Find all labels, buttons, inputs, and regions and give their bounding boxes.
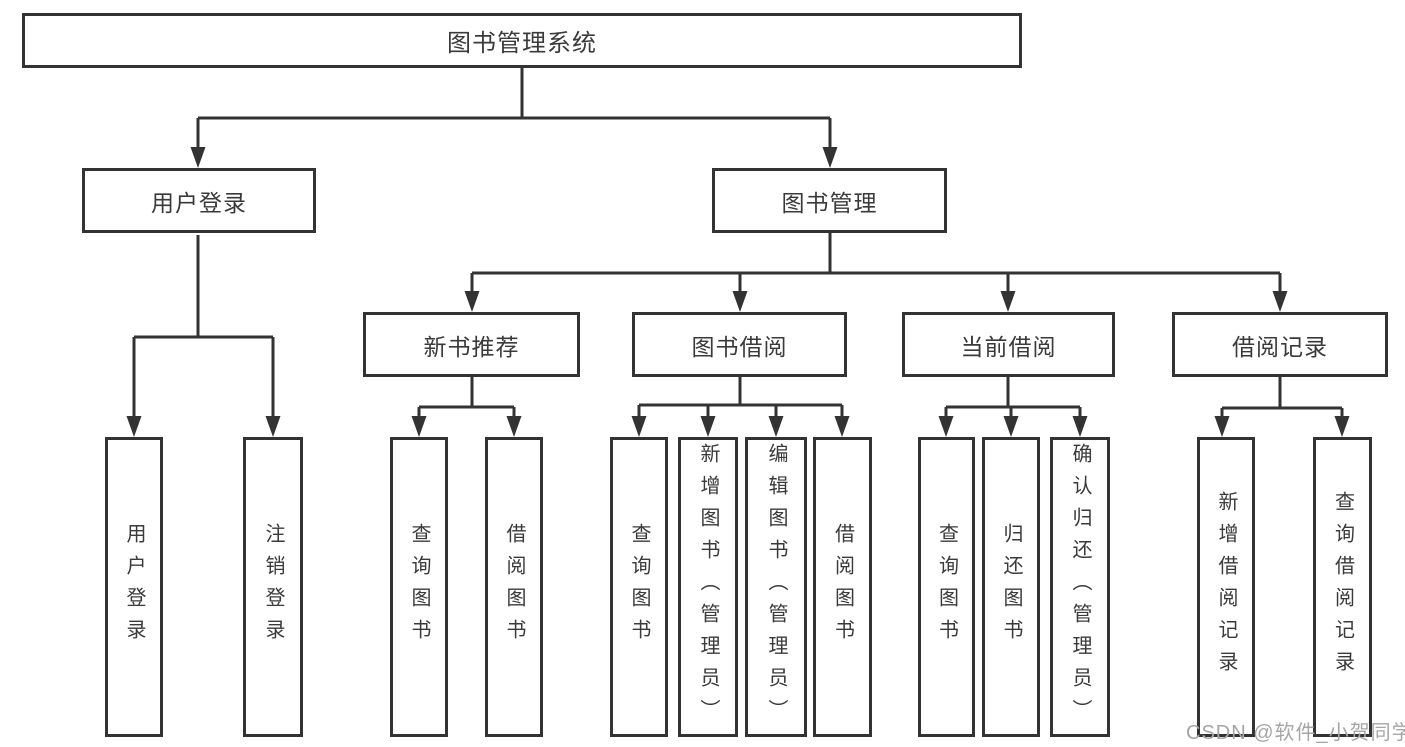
arrowhead: [1000, 291, 1016, 312]
leaf-return-books: 归还图书: [982, 437, 1040, 737]
arrowhead: [1072, 416, 1088, 437]
arrowhead: [631, 416, 647, 437]
arrowhead: [1003, 416, 1019, 437]
node-label: 新书推荐: [423, 333, 520, 360]
node-label: 用户登录: [123, 523, 145, 651]
arrowhead: [834, 416, 850, 437]
arrowhead: [1334, 416, 1350, 437]
leaf-query-borrow-record: 查询借阅记录: [1313, 437, 1372, 737]
arrowhead: [1272, 291, 1288, 312]
watermark: CSDN @软件_小贺同学: [1186, 722, 1405, 744]
arrowhead: [822, 147, 838, 168]
arrowhead: [126, 416, 142, 437]
node-book-borrowing: 图书借阅: [632, 312, 847, 377]
node-label: 查询图书: [935, 523, 958, 651]
node-label: 借阅图书: [831, 523, 854, 651]
arrowhead: [700, 416, 716, 437]
node-label: 查询借阅记录: [1331, 491, 1354, 683]
node-label: 注销登录: [262, 523, 284, 651]
arrowhead: [265, 416, 281, 437]
node-label: 图书管理系统: [447, 30, 597, 57]
node-borrowing-records: 借阅记录: [1172, 312, 1388, 377]
leaf-borrow-books-2: 借阅图书: [813, 437, 872, 737]
node-user-login: 用户登录: [82, 168, 316, 233]
arrowhead: [190, 147, 206, 168]
leaf-user-login: 用户登录: [105, 437, 163, 737]
node-label: 编辑图书（管理员）: [765, 443, 787, 731]
node-label: 新增图书（管理员）: [697, 443, 719, 731]
node-label: 用户登录: [151, 189, 247, 216]
node-label: 归还图书: [1000, 523, 1022, 651]
node-library-management-system: 图书管理系统: [22, 13, 1022, 68]
arrowhead: [411, 416, 427, 437]
node-label: 借阅图书: [503, 523, 525, 651]
arrowhead: [1214, 416, 1230, 437]
arrowhead: [506, 416, 522, 437]
node-label: 查询图书: [408, 523, 430, 651]
node-book-management: 图书管理: [712, 168, 947, 233]
node-label: 图书管理: [781, 189, 878, 216]
leaf-query-books-2: 查询图书: [610, 437, 668, 737]
arrowhead: [464, 291, 480, 312]
leaf-borrow-books-1: 借阅图书: [485, 437, 543, 737]
leaf-logout: 注销登录: [243, 437, 303, 737]
node-label: 图书借阅: [691, 333, 788, 360]
arrowhead: [732, 291, 748, 312]
node-new-book-recommendation: 新书推荐: [363, 312, 580, 377]
node-label: 查询图书: [628, 523, 650, 651]
node-label: 确认归还（管理员）: [1069, 443, 1091, 731]
leaf-query-books-3: 查询图书: [918, 437, 975, 737]
node-label: 借阅记录: [1232, 333, 1328, 360]
arrowhead: [768, 416, 784, 437]
arrowhead: [938, 416, 954, 437]
leaf-add-books-admin: 新增图书（管理员）: [678, 437, 738, 737]
node-current-borrowing: 当前借阅: [902, 312, 1115, 377]
leaf-query-books-1: 查询图书: [390, 437, 448, 737]
leaf-edit-books-admin: 编辑图书（管理员）: [745, 437, 807, 737]
node-label: 当前借阅: [960, 333, 1057, 360]
leaf-confirm-return-admin: 确认归还（管理员）: [1050, 437, 1110, 737]
leaf-add-borrow-record: 新增借阅记录: [1197, 437, 1255, 737]
node-label: 新增借阅记录: [1215, 491, 1237, 683]
